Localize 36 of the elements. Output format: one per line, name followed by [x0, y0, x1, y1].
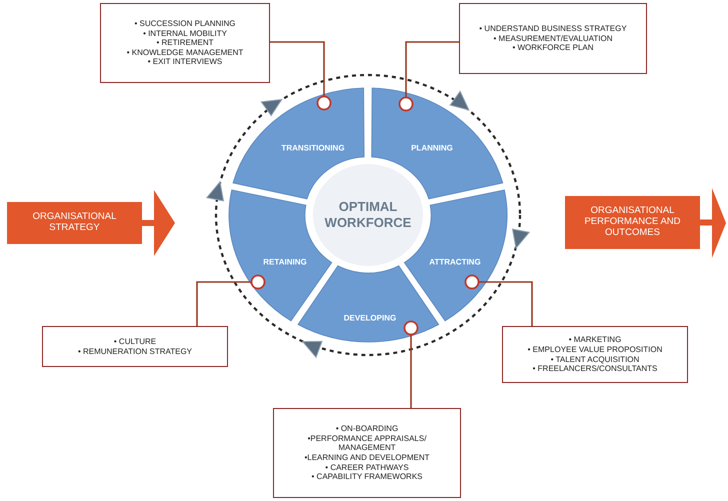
bullet-item: • FREELANCERS/CONSULTANTS [532, 364, 658, 374]
bullet-item: • SUCCESSION PLANNING [134, 19, 236, 29]
arrow-label: ORGANISATIONAL STRATEGY [32, 212, 118, 234]
bullet-item: • RETIREMENT [156, 38, 214, 48]
segment-label: RETAINING [263, 257, 307, 266]
bullet-item: • KNOWLEDGE MANAGEMENT [126, 48, 244, 58]
bullet-item: • REMUNERATION STRATEGY [78, 346, 192, 356]
bullet-item: • CULTURE [114, 336, 156, 346]
callout-box [42, 326, 228, 367]
callout-box [459, 3, 647, 74]
bullet-item: • CAREER PATHWAYS [325, 462, 409, 472]
leader-line [270, 41, 332, 110]
segment-label: DEVELOPING [344, 313, 396, 322]
bullet-item: • MEASUREMENT/EVALUATION [494, 34, 612, 44]
bullet-item: •LEARNING AND DEVELOPMENT [304, 453, 430, 463]
bullet-item: •PERFORMANCE APPRAISALS/ MANAGEMENT [306, 434, 428, 453]
leader-line [404, 320, 418, 408]
arrow-label: ORGANISATIONAL PERFORMANCE AND OUTCOMES [583, 206, 682, 239]
bullet-item: • TALENT ACQUISITION [550, 354, 640, 364]
callout-box [502, 326, 688, 383]
leader-line [196, 274, 266, 326]
callout-box [100, 3, 270, 83]
bullet-item: • INTERNAL MOBILITY [143, 28, 227, 38]
leader-line [464, 274, 533, 326]
segment-label: ATTRACTING [429, 257, 481, 266]
segment-label: TRANSITIONING [281, 143, 345, 152]
bullet-item: • MARKETING [568, 335, 622, 345]
leader-line [398, 41, 459, 112]
bullet-item: • EXIT INTERVIEWS [148, 57, 222, 67]
bullet-item: • CAPABILITY FRAMEWORKS [312, 472, 422, 482]
callout-box [273, 408, 461, 498]
bullet-item: • ON-BOARDING [336, 424, 398, 434]
bullet-item: • WORKFORCE PLAN [512, 43, 594, 53]
bullet-item: • UNDERSTAND BUSINESS STRATEGY [479, 24, 627, 34]
segment-label: PLANNING [411, 143, 453, 152]
bullet-item: • EMPLOYEE VALUE PROPOSITION [528, 344, 662, 354]
